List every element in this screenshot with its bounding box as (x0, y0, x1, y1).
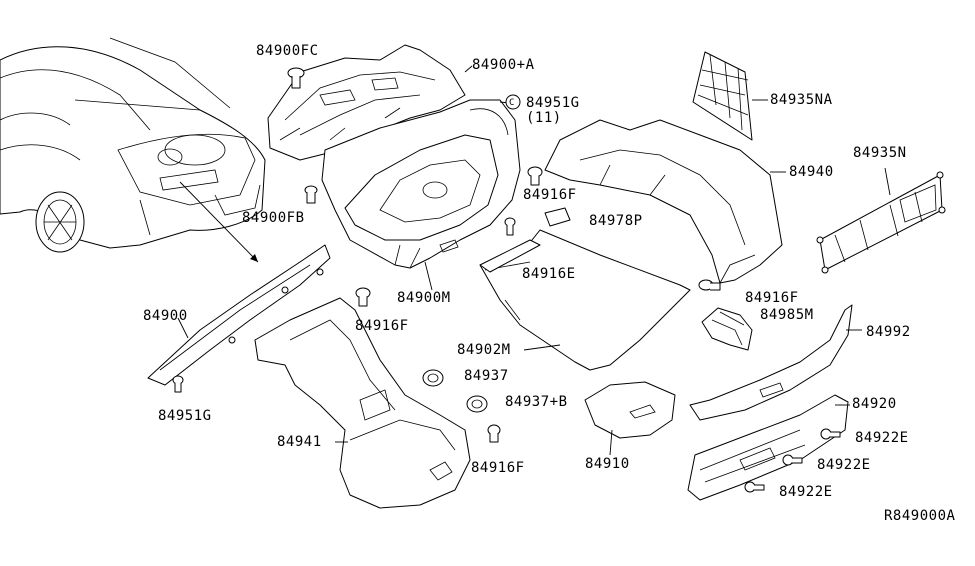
label-84985M[interactable]: 84985M (760, 307, 814, 323)
label-84940[interactable]: 84940 (789, 164, 834, 180)
label-84951G-circle-c: C (509, 98, 515, 108)
part-84916F-clip-lower[interactable] (487, 424, 501, 443)
part-84935NA-net[interactable] (692, 51, 753, 141)
label-84900M[interactable]: 84900M (397, 290, 451, 306)
label-84900FC[interactable]: 84900FC (256, 43, 319, 59)
label-84935NA[interactable]: 84935NA (770, 92, 833, 108)
label-84937B[interactable]: 84937+B (505, 394, 568, 410)
part-84941-side-trim-left[interactable] (254, 297, 471, 509)
label-84922E-b[interactable]: 84922E (817, 457, 871, 473)
label-84937[interactable]: 84937 (464, 368, 509, 384)
label-84910[interactable]: 84910 (585, 456, 630, 472)
car-rear-illustration (0, 37, 266, 253)
label-84916F-upper[interactable]: 84916F (523, 187, 577, 203)
label-84941[interactable]: 84941 (277, 434, 322, 450)
part-84900M-lid-finisher[interactable] (321, 99, 521, 269)
label-84992[interactable]: 84992 (866, 324, 911, 340)
label-84916F-left[interactable]: 84916F (355, 318, 409, 334)
reference-circle-icon (505, 94, 521, 110)
label-84922E-a[interactable]: 84922E (855, 430, 909, 446)
label-84900FB[interactable]: 84900FB (242, 210, 305, 226)
part-84940-side-trim[interactable] (544, 119, 783, 284)
label-84916F-lower[interactable]: 84916F (471, 460, 525, 476)
part-84916F-clip-left[interactable] (355, 287, 371, 307)
part-84916E-bracket[interactable] (479, 217, 541, 273)
label-84900[interactable]: 84900 (143, 308, 188, 324)
diagram-code: R849000A (884, 508, 956, 524)
part-84937B-grommet[interactable] (466, 395, 488, 413)
part-84978P-block[interactable] (544, 207, 571, 227)
part-84916F-clip-upper[interactable] (527, 166, 543, 186)
label-84900A[interactable]: 84900+A (472, 57, 535, 73)
part-84916F-clip-right[interactable] (698, 279, 721, 291)
part-84900FC-clip[interactable] (287, 67, 305, 89)
part-84922E-clip-c[interactable] (744, 481, 765, 493)
part-84910-cover[interactable] (584, 381, 676, 439)
part-84920-trunk-finisher[interactable] (687, 394, 849, 501)
part-84992-rear-plate[interactable] (689, 304, 853, 421)
part-84900-panel[interactable] (147, 244, 331, 386)
part-84922E-clip-a[interactable] (820, 428, 841, 440)
part-84985M-jack-bracket[interactable] (701, 307, 753, 351)
part-84935N-net[interactable] (816, 171, 946, 274)
label-84951G-bottom[interactable]: 84951G (158, 408, 212, 424)
label-84935N[interactable]: 84935N (853, 145, 907, 161)
part-84922E-clip-b[interactable] (782, 454, 803, 466)
part-84900A-panel[interactable] (267, 44, 466, 161)
label-84922E-c[interactable]: 84922E (779, 484, 833, 500)
label-84978P[interactable]: 84978P (589, 213, 643, 229)
label-84916F-right[interactable]: 84916F (745, 290, 799, 306)
label-84916E[interactable]: 84916E (522, 266, 576, 282)
part-84951G-clip-bottom[interactable] (172, 375, 184, 393)
part-84900FB-clip[interactable] (304, 185, 318, 204)
label-84920[interactable]: 84920 (852, 396, 897, 412)
label-84951G-quantity: (11) (526, 110, 562, 126)
label-84902M[interactable]: 84902M (457, 342, 511, 358)
label-84951G-top[interactable]: 84951G (526, 95, 580, 111)
part-84937-grommet[interactable] (422, 369, 444, 387)
